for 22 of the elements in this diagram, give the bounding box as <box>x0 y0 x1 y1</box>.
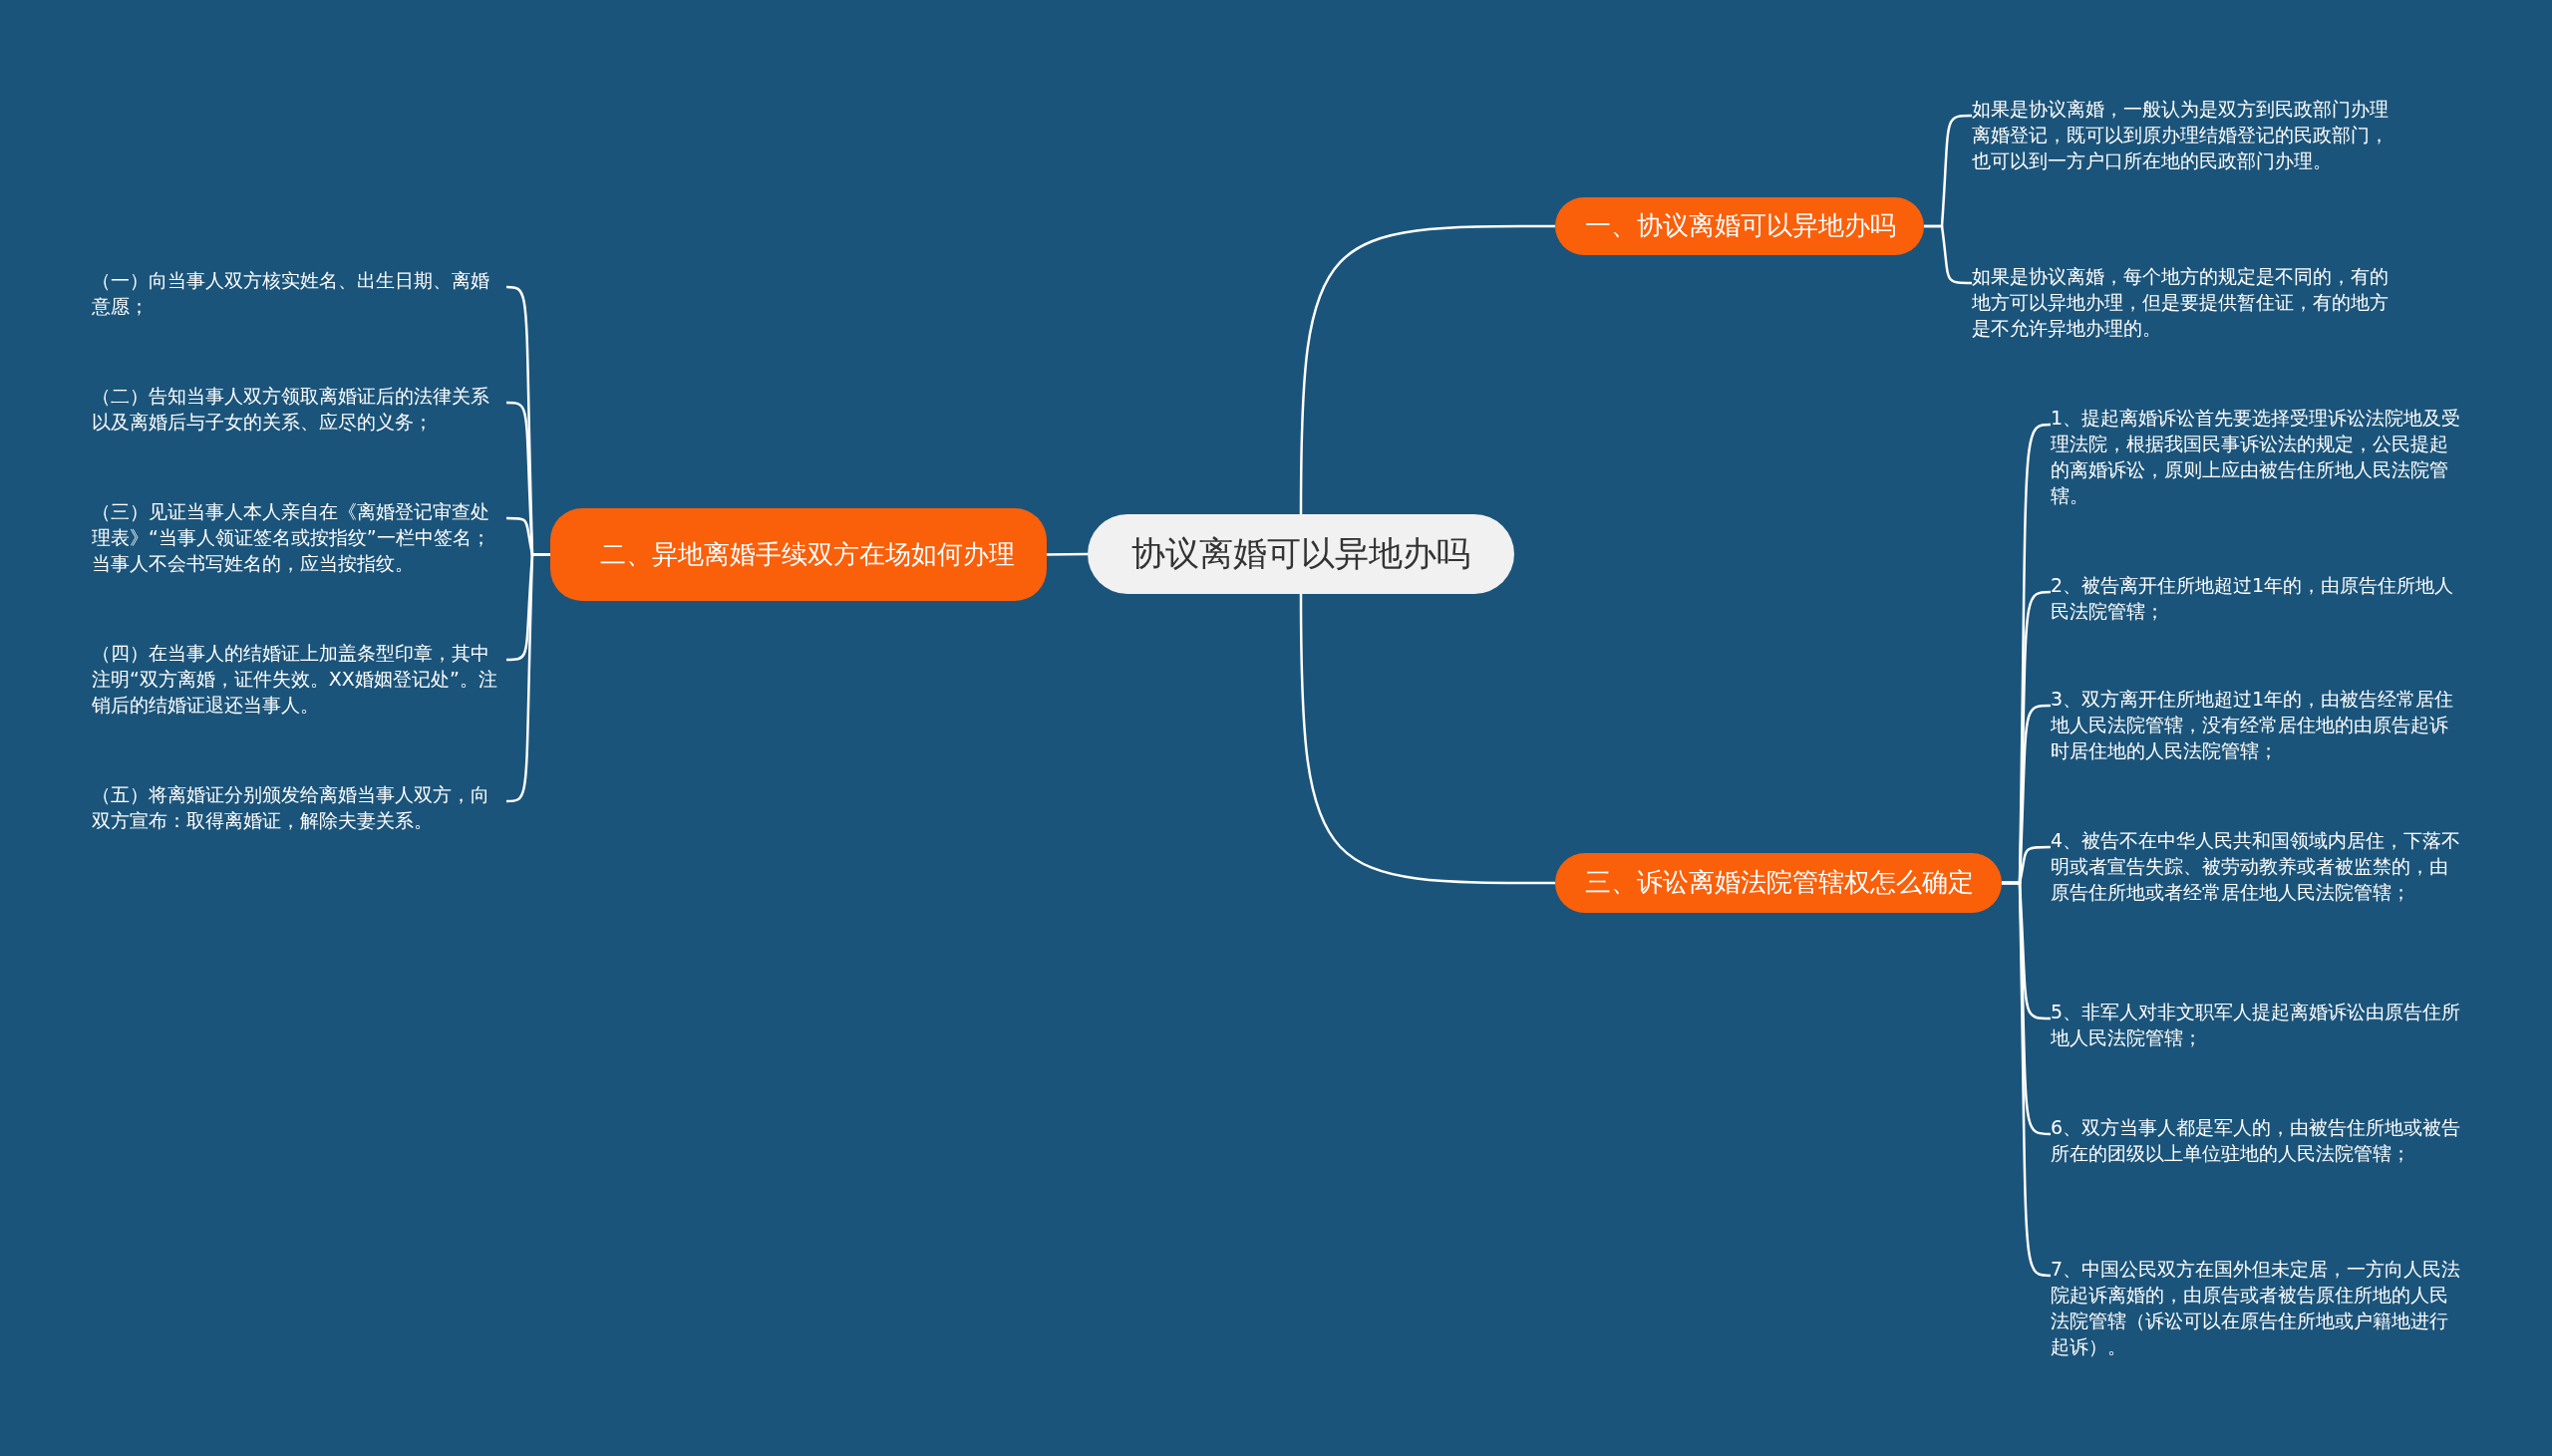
branch-topic: 三、诉讼离婚法院管辖权怎么确定 <box>1555 853 2002 913</box>
leaf-text: （五）将离婚证分别颁发给离婚当事人双方，向双方宣布：取得离婚证，解除夫妻关系。 <box>92 782 490 833</box>
leaf-text: 5、非军人对非文职军人提起离婚诉讼由原告住所地人民法院管辖； <box>2051 1000 2462 1050</box>
leaf-text: （四）在当事人的结婚证上加盖条型印章，其中注明“双方离婚，证件失效。XX婚姻登记处”。注销后的结婚证退还当事人。 <box>92 641 498 718</box>
leaf-text: 7、中国公民双方在国外但未定居，一方向人民法院起诉离婚的，由原告或者被告原住所地的人民法院管辖（诉讼可以在原告住所地或户籍地进行起诉）。 <box>2051 1257 2462 1359</box>
leaf-text: （三）见证当事人本人亲自在《离婚登记审查处理表》“当事人领证签名或按指纹”一栏中签名；当事人不会书写姓名的，应当按指纹。 <box>92 499 491 576</box>
connector-line <box>1047 552 1088 556</box>
branch-topic: 二、异地离婚手续双方在场如何办理 <box>550 508 1047 601</box>
leaf-text: 4、被告不在中华人民共和国领域内居住，下落不明或者宣告失踪、被劳动教养或者被监禁的，由原告住所地或者经常居住地人民法院管辖； <box>2051 828 2462 905</box>
leaf-text: 2、被告离开住所地超过1年的，由原告住所地人民法院管辖； <box>2051 573 2455 624</box>
connector-line <box>2002 881 2052 1278</box>
leaf-text: 6、双方当事人都是军人的，由被告住所地或被告所在的团级以上单位驻地的人民法院管辖； <box>2051 1115 2462 1166</box>
leaf-text: 1、提起离婚诉讼首先要选择受理诉讼法院地及受理法院，根据我国民事诉讼法的规定，公民提起的离婚诉讼，原则上应由被告住所地人民法院管辖。 <box>2051 406 2462 508</box>
leaf-text: （二）告知当事人双方领取离婚证后的法律关系以及离婚后与子女的关系、应尽的义务； <box>92 384 490 435</box>
leaf-text: （一）向当事人双方核实姓名、出生日期、离婚意愿； <box>92 268 490 319</box>
connector-line <box>1299 224 1555 514</box>
branch-topic: 一、协议离婚可以异地办吗 <box>1555 197 1924 255</box>
central-topic: 协议离婚可以异地办吗 <box>1088 514 1514 594</box>
leaf-text: 3、双方离开住所地超过1年的，由被告经常居住地人民法院管辖，没有经常居住地的由原告起诉时居住地的人民法院管辖； <box>2051 687 2455 763</box>
leaf-text: 如果是协议离婚，一般认为是双方到民政部门办理离婚登记，既可以到原办理结婚登记的民政部门，也可以到一方户口所在地的民政部门办理。 <box>1972 97 2390 173</box>
leaf-text: 如果是协议离婚，每个地方的规定是不同的，有的地方可以异地办理，但是要提供暂住证，有的地方是不允许异地办理的。 <box>1972 264 2390 341</box>
connector-line <box>1299 594 1555 885</box>
